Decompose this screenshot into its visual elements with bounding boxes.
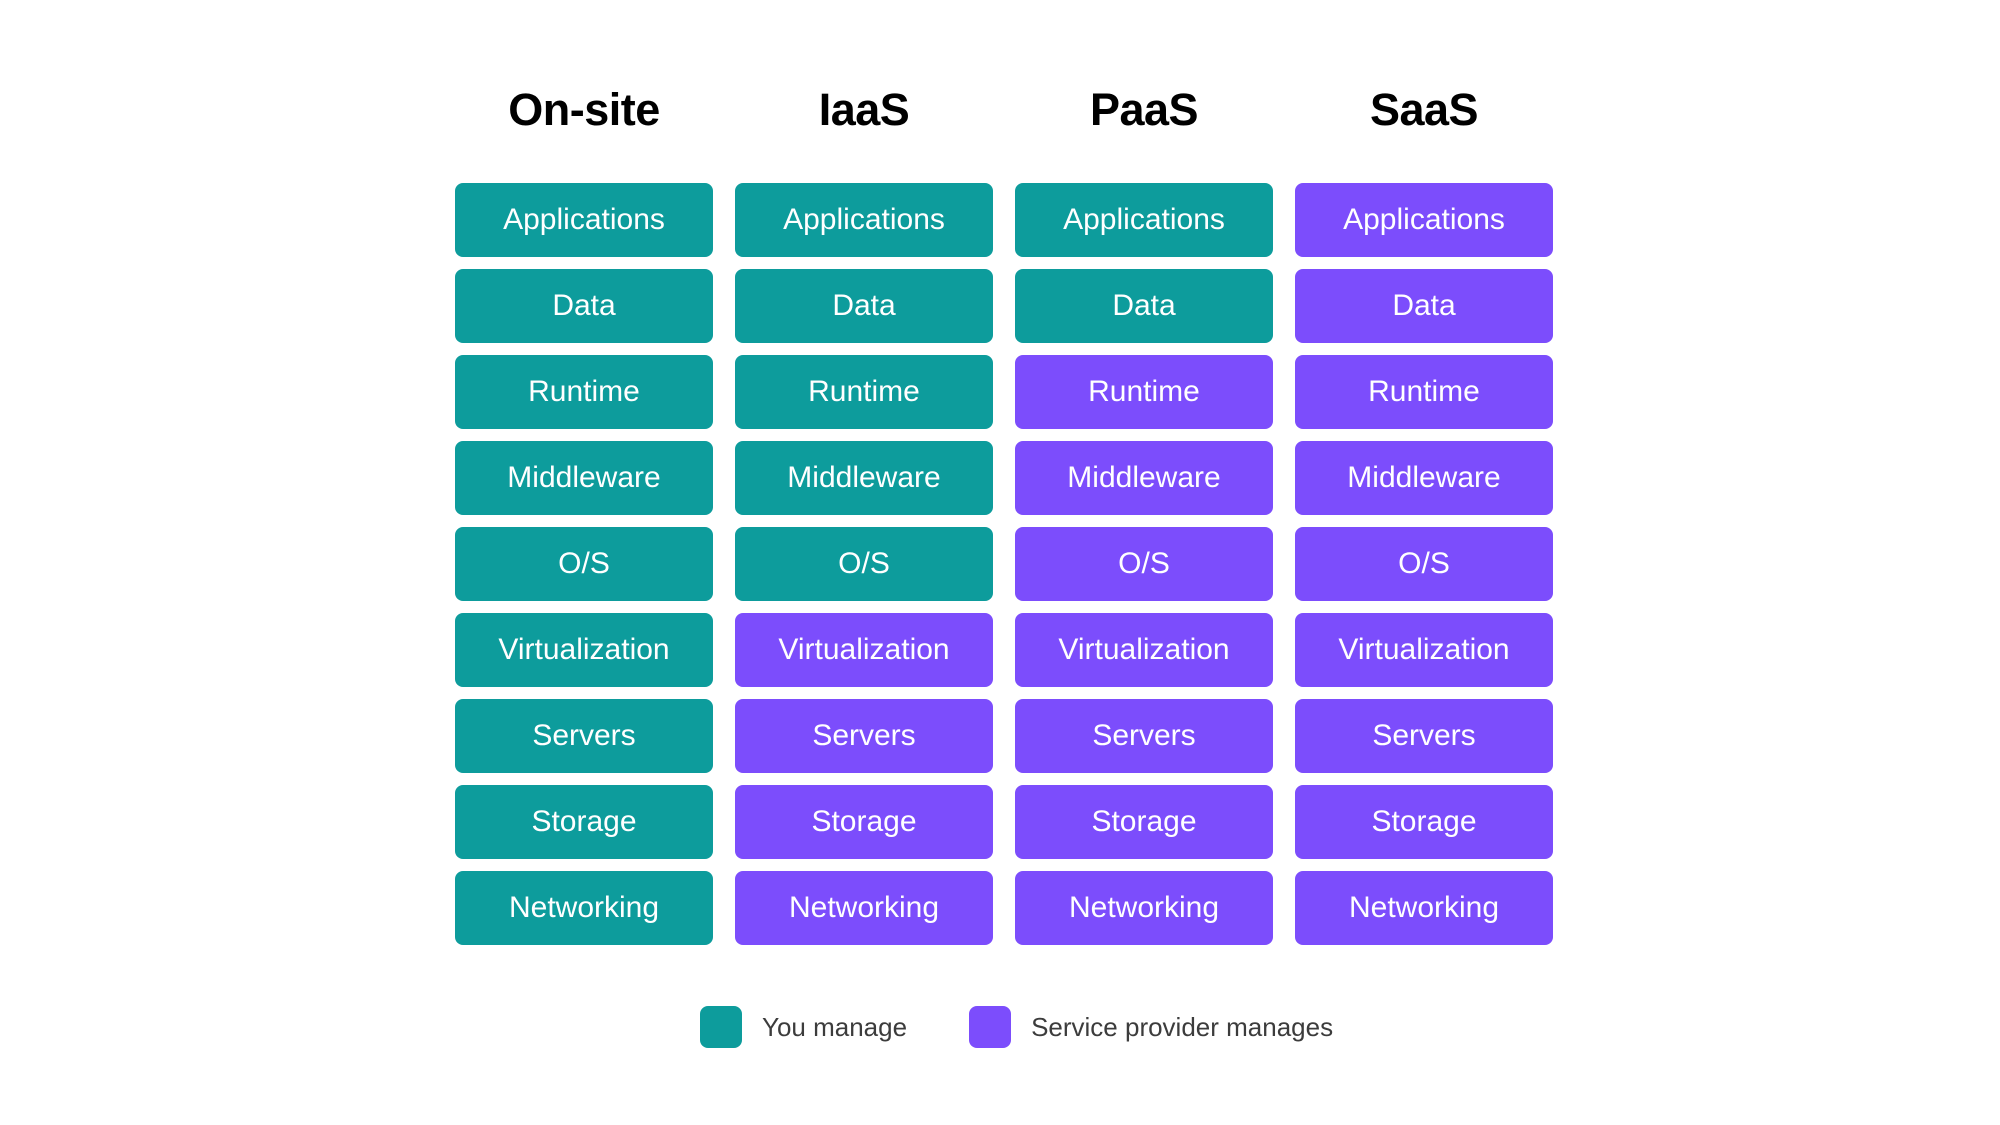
- layer-cell-saas-applications: Applications: [1295, 183, 1553, 257]
- layer-cell-on-site-storage: Storage: [455, 785, 713, 859]
- layer-cell-iaas-o-s: O/S: [735, 527, 993, 601]
- legend-label-provider: Service provider manages: [1031, 1012, 1334, 1042]
- column-header-saas: SaaS: [1369, 83, 1479, 135]
- column-header-paas: PaaS: [1089, 83, 1199, 135]
- layer-cell-paas-data: Data: [1015, 269, 1273, 343]
- layer-cell-paas-storage: Storage: [1015, 785, 1273, 859]
- layer-cell-on-site-runtime: Runtime: [455, 355, 713, 429]
- layer-cell-iaas-data: Data: [735, 269, 993, 343]
- layer-cell-saas-data: Data: [1295, 269, 1553, 343]
- layer-cell-on-site-o-s: O/S: [455, 527, 713, 601]
- column-header-row: On-site IaaS PaaS SaaS: [455, 78, 1548, 140]
- layer-cell-paas-o-s: O/S: [1015, 527, 1273, 601]
- layer-cell-on-site-virtualization: Virtualization: [455, 613, 713, 687]
- layer-cell-saas-middleware: Middleware: [1295, 441, 1553, 515]
- layer-cell-paas-middleware: Middleware: [1015, 441, 1273, 515]
- layer-cell-saas-virtualization: Virtualization: [1295, 613, 1553, 687]
- layer-cell-saas-servers: Servers: [1295, 699, 1553, 773]
- layer-cell-iaas-applications: Applications: [735, 183, 993, 257]
- layer-cell-iaas-runtime: Runtime: [735, 355, 993, 429]
- layer-cell-iaas-storage: Storage: [735, 785, 993, 859]
- layer-cell-on-site-servers: Servers: [455, 699, 713, 773]
- layer-cell-iaas-middleware: Middleware: [735, 441, 993, 515]
- layer-cell-on-site-applications: Applications: [455, 183, 713, 257]
- layer-cell-paas-servers: Servers: [1015, 699, 1273, 773]
- layer-cell-iaas-servers: Servers: [735, 699, 993, 773]
- legend-entry-provider: Service provider manages: [969, 1006, 1333, 1048]
- column-header-on-site: On-site: [508, 83, 660, 135]
- layer-cell-saas-runtime: Runtime: [1295, 355, 1553, 429]
- layer-cell-on-site-data: Data: [455, 269, 713, 343]
- layer-cell-on-site-networking: Networking: [455, 871, 713, 945]
- layer-cell-saas-o-s: O/S: [1295, 527, 1553, 601]
- layer-cell-paas-virtualization: Virtualization: [1015, 613, 1273, 687]
- layer-cell-paas-runtime: Runtime: [1015, 355, 1273, 429]
- legend: You manage Service provider manages: [700, 1005, 1333, 1049]
- legend-entry-you: You manage: [700, 1006, 907, 1048]
- layer-cell-paas-networking: Networking: [1015, 871, 1273, 945]
- layer-cell-saas-networking: Networking: [1295, 871, 1553, 945]
- layer-cell-paas-applications: Applications: [1015, 183, 1273, 257]
- legend-swatch-you: [700, 1006, 742, 1048]
- column-header-iaas: IaaS: [818, 83, 910, 135]
- layer-cell-iaas-virtualization: Virtualization: [735, 613, 993, 687]
- legend-label-you: You manage: [762, 1012, 908, 1042]
- legend-swatch-provider: [969, 1006, 1012, 1048]
- layer-cell-saas-storage: Storage: [1295, 785, 1553, 859]
- layer-cell-iaas-networking: Networking: [735, 871, 993, 945]
- layer-cell-on-site-middleware: Middleware: [455, 441, 713, 515]
